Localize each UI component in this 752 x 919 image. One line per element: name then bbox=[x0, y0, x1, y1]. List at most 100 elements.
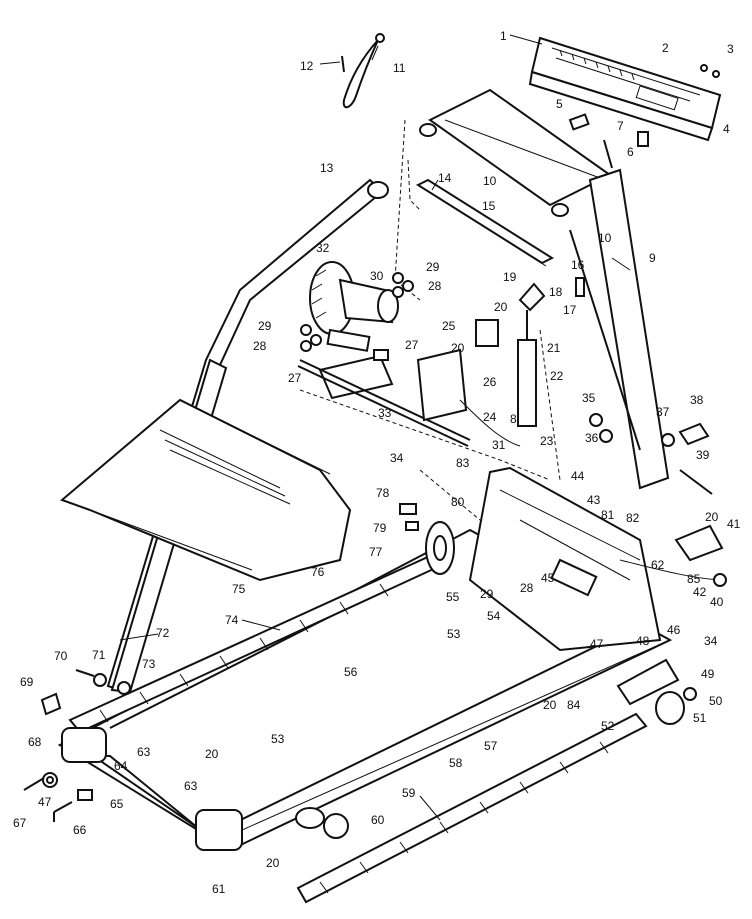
callout-39: 39 bbox=[696, 448, 710, 462]
callout-65: 65 bbox=[110, 797, 124, 811]
callout-23: 23 bbox=[540, 434, 554, 448]
callout-20b: 20 bbox=[451, 341, 465, 355]
callout-37: 37 bbox=[656, 405, 670, 419]
callout-4: 4 bbox=[723, 122, 730, 136]
callout-47b: 47 bbox=[38, 795, 52, 809]
callout-8: 8 bbox=[510, 412, 517, 426]
callout-76: 76 bbox=[311, 565, 325, 579]
callout-7: 7 bbox=[617, 119, 624, 133]
incline-actuator bbox=[517, 277, 585, 427]
callout-69: 69 bbox=[20, 675, 34, 689]
callout-11: 11 bbox=[393, 61, 406, 75]
callout-29c: 29 bbox=[480, 587, 494, 601]
front-roller bbox=[425, 521, 455, 575]
motor-hood bbox=[60, 398, 352, 582]
callout-9: 9 bbox=[649, 251, 656, 265]
callout-52: 52 bbox=[601, 719, 615, 733]
callout-17: 17 bbox=[563, 303, 577, 317]
callout-35: 35 bbox=[582, 391, 596, 405]
callout-34a: 34 bbox=[390, 451, 404, 465]
controller-board bbox=[416, 319, 521, 447]
end-caps bbox=[61, 727, 243, 851]
callout-34b: 34 bbox=[704, 634, 718, 648]
callout-68: 68 bbox=[28, 735, 42, 749]
callout-41: 41 bbox=[727, 517, 741, 531]
callout-14: 14 bbox=[438, 171, 452, 185]
callout-29b: 29 bbox=[258, 319, 272, 333]
callout-63b: 63 bbox=[184, 779, 198, 793]
callout-16: 16 bbox=[571, 258, 585, 272]
callout-67: 67 bbox=[13, 816, 27, 830]
callout-20a: 20 bbox=[494, 300, 508, 314]
callout-62: 62 bbox=[651, 558, 665, 572]
callout-27a: 27 bbox=[405, 338, 419, 352]
safety-key bbox=[341, 33, 385, 109]
callout-28a: 28 bbox=[428, 279, 442, 293]
callout-43: 43 bbox=[587, 493, 601, 507]
callout-44: 44 bbox=[571, 469, 585, 483]
callout-36: 36 bbox=[585, 431, 599, 445]
callout-13: 13 bbox=[320, 161, 334, 175]
callout-31: 31 bbox=[492, 438, 506, 452]
callout-49: 49 bbox=[701, 667, 715, 681]
callout-78: 78 bbox=[376, 486, 390, 500]
callout-20c: 20 bbox=[705, 510, 719, 524]
motor-mount bbox=[297, 349, 471, 447]
callout-6: 6 bbox=[627, 145, 634, 159]
callout-20f: 20 bbox=[266, 856, 280, 870]
wheel-assembly bbox=[616, 658, 697, 725]
callout-55: 55 bbox=[446, 590, 460, 604]
callout-21: 21 bbox=[547, 341, 561, 355]
callout-25: 25 bbox=[442, 319, 456, 333]
sensor-bracket bbox=[399, 503, 419, 531]
callout-61: 61 bbox=[212, 882, 226, 896]
callout-66: 66 bbox=[73, 823, 87, 837]
callout-73: 73 bbox=[142, 657, 156, 671]
right-controls bbox=[619, 524, 727, 587]
callout-50: 50 bbox=[709, 694, 723, 708]
callout-22: 22 bbox=[550, 369, 564, 383]
callout-10b: 10 bbox=[598, 231, 612, 245]
callout-19: 19 bbox=[503, 270, 517, 284]
callout-60: 60 bbox=[371, 813, 385, 827]
leader-lines bbox=[119, 34, 631, 821]
callout-38: 38 bbox=[690, 393, 704, 407]
callout-64: 64 bbox=[114, 759, 128, 773]
callout-51: 51 bbox=[693, 711, 707, 725]
callout-53a: 53 bbox=[447, 627, 461, 641]
callout-28c: 28 bbox=[520, 581, 534, 595]
upright-frame bbox=[419, 88, 670, 490]
console-hardware bbox=[568, 64, 720, 169]
front-hardware bbox=[23, 669, 131, 822]
callout-63a: 63 bbox=[137, 745, 151, 759]
callout-2: 2 bbox=[662, 41, 669, 55]
drive-motor bbox=[309, 261, 399, 352]
callout-42: 42 bbox=[693, 585, 707, 599]
callout-1: 1 bbox=[500, 29, 507, 43]
crossbar bbox=[415, 178, 555, 267]
callout-3: 3 bbox=[727, 42, 734, 56]
callout-15: 15 bbox=[482, 199, 496, 213]
callout-33: 33 bbox=[378, 406, 392, 420]
callout-26: 26 bbox=[483, 375, 497, 389]
callout-74: 74 bbox=[225, 613, 239, 627]
callout-82: 82 bbox=[626, 511, 640, 525]
callout-10a: 10 bbox=[483, 174, 497, 188]
callout-12: 12 bbox=[300, 59, 314, 73]
callout-77: 77 bbox=[369, 545, 383, 559]
callout-47a: 47 bbox=[590, 637, 604, 651]
callout-28b: 28 bbox=[253, 339, 267, 353]
callout-45: 45 bbox=[541, 571, 555, 585]
console bbox=[528, 36, 722, 142]
callout-48: 48 bbox=[636, 634, 650, 648]
assembly-guides bbox=[299, 119, 561, 521]
callout-18: 18 bbox=[549, 285, 563, 299]
callout-24: 24 bbox=[483, 410, 497, 424]
callout-20e: 20 bbox=[205, 747, 219, 761]
frame-hardware bbox=[589, 413, 713, 495]
callout-57: 57 bbox=[484, 739, 498, 753]
rear-frame bbox=[468, 466, 662, 652]
callout-46: 46 bbox=[667, 623, 681, 637]
callout-30: 30 bbox=[370, 269, 384, 283]
